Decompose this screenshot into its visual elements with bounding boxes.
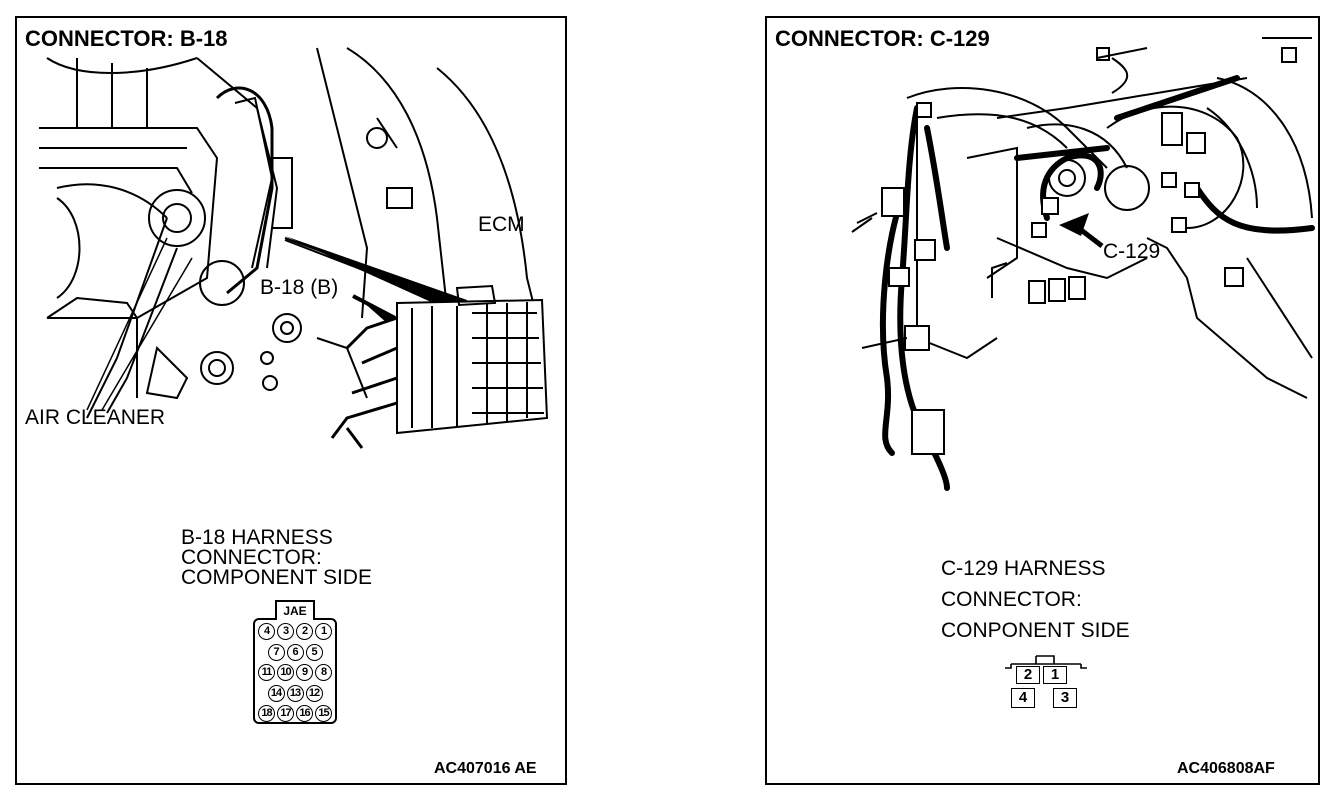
- ecm-label: ECM: [478, 213, 525, 236]
- connector-pin: 4: [258, 623, 275, 640]
- connector-pin: 2: [296, 623, 313, 640]
- pin-cell: [1053, 688, 1077, 708]
- harness-description: C-129 HARNESS CONNECTOR: CONPONENT SIDE: [941, 553, 1130, 646]
- right-panel-title: CONNECTOR: C-129: [775, 26, 990, 51]
- connector-pin: 1: [315, 623, 332, 640]
- harness-line: CONNECTOR:: [941, 588, 1082, 611]
- pin-number: 1: [1050, 666, 1060, 683]
- harness-line: C-129 HARNESS: [941, 557, 1106, 580]
- dashboard-harness-illustration: [851, 37, 1315, 491]
- connector-pin: 14: [267, 684, 285, 702]
- pin-cell: [1011, 688, 1035, 708]
- connector-brand: JAE: [283, 604, 307, 618]
- c129-outline: [1005, 655, 1087, 669]
- connector-pin: 18: [258, 705, 275, 722]
- figure-code: AC406808AF: [1177, 760, 1275, 777]
- pin-number: 4: [1018, 689, 1028, 706]
- connector-pin: 5: [305, 643, 323, 661]
- left-panel-title: CONNECTOR: B-18: [25, 26, 228, 51]
- connector-pin: 15: [315, 705, 332, 722]
- connector-pin: 17: [277, 705, 294, 722]
- connector-pin: 6: [286, 643, 304, 661]
- connector-pin: 9: [296, 664, 313, 681]
- figure-code: AC407016 AE: [434, 760, 537, 777]
- harness-line: CONNECTOR:: [181, 546, 322, 569]
- connector-pin: 11: [258, 664, 275, 681]
- harness-line: COMPONENT SIDE: [181, 566, 372, 589]
- right-panel: CONNECTOR: C-129: [765, 16, 1320, 785]
- connector-ref-label: C-129: [1103, 240, 1161, 263]
- connector-pin: 16: [296, 705, 313, 722]
- harness-description: B-18 HARNESS CONNECTOR: COMPONENT SIDE: [181, 526, 372, 589]
- pin-cell: [1043, 666, 1067, 684]
- c129-connector-face: 2 1 4 3: [1003, 654, 1089, 712]
- air-cleaner-label: AIR CLEANER: [25, 406, 166, 429]
- left-panel: CONNECTOR: B-18: [15, 16, 567, 785]
- connector-pin: 7: [267, 643, 285, 661]
- harness-line: B-18 HARNESS: [181, 526, 333, 549]
- connector-pin: 12: [305, 684, 323, 702]
- connector-pin: 3: [277, 623, 294, 640]
- pin-number: 3: [1060, 689, 1070, 706]
- engine-bay-illustration: [39, 47, 549, 449]
- connector-brand-tab: JAE: [275, 600, 315, 620]
- connector-pin: 8: [315, 664, 332, 681]
- connector-pin: 13: [286, 684, 304, 702]
- connector-ref-label: B-18 (B): [260, 276, 339, 299]
- pin-cell: [1016, 666, 1040, 684]
- harness-line: CONPONENT SIDE: [941, 619, 1130, 642]
- pin-number: 2: [1023, 666, 1033, 683]
- connector-pin: 10: [277, 664, 294, 681]
